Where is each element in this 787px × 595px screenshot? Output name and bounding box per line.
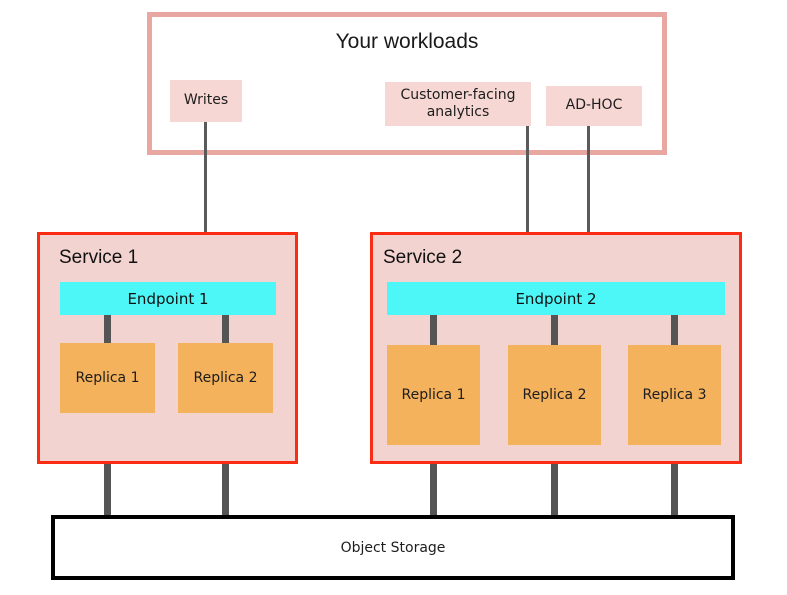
service-1-replica-1[interactable]: Replica 1 xyxy=(60,343,155,413)
service-2-replica-1[interactable]: Replica 1 xyxy=(387,345,480,445)
endpoint-1[interactable]: Endpoint 1 xyxy=(60,282,276,315)
connector-endpoint2-to-s2r1 xyxy=(430,315,437,347)
service-2-replica-2[interactable]: Replica 2 xyxy=(508,345,601,445)
service-2-title: Service 2 xyxy=(383,247,463,268)
workload-chip-analytics[interactable]: Customer-facing analytics xyxy=(385,82,531,126)
service-2-replica-3[interactable]: Replica 3 xyxy=(628,345,721,445)
connector-s2r3-to-storage xyxy=(671,442,678,517)
workload-chip-analytics-line1: Customer-facing xyxy=(400,86,516,103)
connector-s2r2-to-storage xyxy=(551,442,558,517)
workload-chip-analytics-line2: analytics xyxy=(426,104,490,120)
connector-endpoint1-to-s1r1 xyxy=(104,315,111,345)
connector-s2r1-to-storage xyxy=(430,442,437,517)
arrow-writes-to-endpoint1-line xyxy=(204,122,207,262)
connector-endpoint2-to-s2r2 xyxy=(551,315,558,347)
workloads-title: Your workloads xyxy=(335,30,479,53)
service-1-title: Service 1 xyxy=(59,247,139,268)
endpoint-2[interactable]: Endpoint 2 xyxy=(387,282,725,315)
connector-endpoint2-to-s2r3 xyxy=(671,315,678,347)
object-storage-box[interactable]: Object Storage xyxy=(51,515,735,580)
workload-chip-writes[interactable]: Writes xyxy=(170,80,242,122)
arrow-adhoc-to-endpoint2-line xyxy=(587,126,590,266)
service-1-replica-2[interactable]: Replica 2 xyxy=(178,343,273,413)
connector-endpoint1-to-s1r2 xyxy=(222,315,229,345)
workload-chip-adhoc[interactable]: AD-HOC xyxy=(546,86,642,126)
arrow-analytics-to-endpoint2-line xyxy=(526,126,529,266)
